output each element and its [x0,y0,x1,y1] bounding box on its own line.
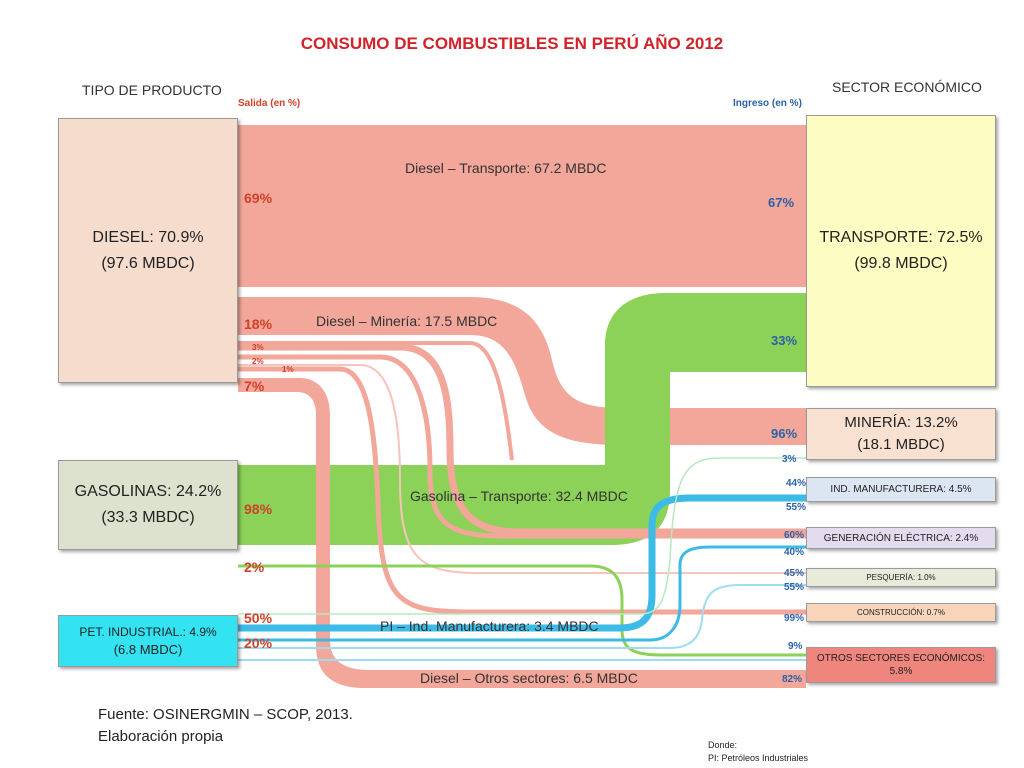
product-pet-industrial: PET. INDUSTRIAL.: 4.9% (6.8 MBDC) [58,615,238,667]
pct-left-pi-20: 20% [244,635,273,651]
pct-right-otros-9: 9% [788,641,803,652]
pct-left-diesel-mineria: 18% [244,316,273,332]
flow-diesel-transporte [238,125,806,287]
pct-left-diesel-1: 1% [282,365,294,374]
source-text: Fuente: OSINERGMIN – SCOP, 2013. [98,706,353,723]
pct-left-gasolina-otros: 2% [244,559,265,575]
product-diesel-sub: (97.6 MBDC) [101,254,195,272]
label-gasolina-transporte: Gasolina – Transporte: 32.4 MBDC [410,488,628,504]
pct-right-manufacturera-44: 44% [786,478,807,489]
sector-construccion: CONSTRUCCIÓN: 0.7% [806,603,996,622]
pct-left-diesel-transporte: 69% [244,190,273,206]
label-diesel-mineria: Diesel – Minería: 17.5 MBDC [316,313,498,329]
product-diesel-name: DIESEL: 70.9% [92,228,204,246]
flow-diesel-pesqueria [238,364,806,574]
flow-pi-mineria [238,457,806,615]
pct-right-otros-82: 82% [782,674,803,685]
sector-transporte-name: TRANSPORTE: 72.5% [819,229,983,246]
product-gasolinas: GASOLINAS: 24.2% (33.3 MBDC) [58,460,238,550]
sector-generacion: GENERACIÓN ELÉCTRICA: 2.4% [806,527,996,549]
flow-diesel-generacion [238,354,806,539]
sector-mineria-sub: (18.1 MBDC) [857,436,945,453]
pct-right-transporte-gasolina: 33% [771,333,798,348]
flow-pi-manufacturera [238,494,806,632]
flow-diesel-manufacturera [238,343,806,536]
note-title: Donde: [708,740,738,750]
pct-right-transporte-diesel: 67% [768,195,795,210]
product-pet-industrial-sub: (6.8 MBDC) [113,642,183,657]
sector-transporte-sub: (99.8 MBDC) [854,255,948,272]
pct-right-mineria-3: 3% [782,454,797,465]
pct-right-pesqueria-45: 45% [784,568,805,579]
label-diesel-transporte: Diesel – Transporte: 67.2 MBDC [405,160,607,176]
sector-transporte: TRANSPORTE: 72.5% (99.8 MBDC) [806,115,996,387]
pct-right-construccion: 99% [784,613,805,624]
pct-left-diesel-3: 3% [252,343,264,352]
sector-otros: OTROS SECTORES ECONÓMICOS: 5.8% [806,647,996,683]
product-gasolinas-sub: (33.3 MBDC) [101,509,195,526]
flow-diesel-construccion [238,366,806,615]
pct-left-pi-manufacturera: 50% [244,610,273,626]
product-diesel: DIESEL: 70.9% (97.6 MBDC) [58,118,238,383]
chart-title: CONSUMO DE COMBUSTIBLES EN PERÚ AÑO 2012 [300,34,724,53]
flow-pi-generacion [238,545,806,642]
salida-label: Salida (en %) [238,98,301,109]
label-diesel-otros: Diesel – Otros sectores: 6.5 MBDC [420,670,638,686]
label-pi-manufacturera: PI – Ind. Manufacturera: 3.4 MBDC [380,618,599,634]
product-pet-industrial-name: PET. INDUSTRIAL.: 4.9% [79,625,217,639]
pct-right-pesqueria-55: 55% [784,582,805,593]
flow-pi-pesqueria [238,584,806,649]
sector-mineria: MINERÍA: 13.2% (18.1 MBDC) [806,408,996,460]
sector-manufacturera: IND. MANUFACTURERA: 4.5% [806,477,996,502]
product-gasolinas-name: GASOLINAS: 24.2% [74,483,222,500]
pct-left-gasolina-transporte: 98% [244,501,273,517]
pct-left-diesel-2: 2% [252,357,264,366]
ingreso-label: Ingreso (en %) [733,98,802,109]
elaboracion-text: Elaboración propia [98,728,224,745]
flow-diesel-mineria-thin [238,341,514,461]
pct-right-mineria: 96% [771,426,798,441]
right-header: SECTOR ECONÓMICO [832,79,982,95]
sector-mineria-name: MINERÍA: 13.2% [844,414,958,431]
pct-right-generacion-60: 60% [784,530,805,541]
flow-gasolina-otros [238,564,806,657]
note-pi: PI: Petróleos Industriales [708,753,809,763]
pct-right-manufacturera-55: 55% [786,502,807,513]
left-header: TIPO DE PRODUCTO [82,82,222,98]
flow-gasolina-transporte [238,293,806,545]
pct-right-generacion-40: 40% [784,547,805,558]
pct-left-diesel-otros: 7% [244,378,265,394]
sector-pesqueria: PESQUERÍA: 1.0% [806,568,996,587]
